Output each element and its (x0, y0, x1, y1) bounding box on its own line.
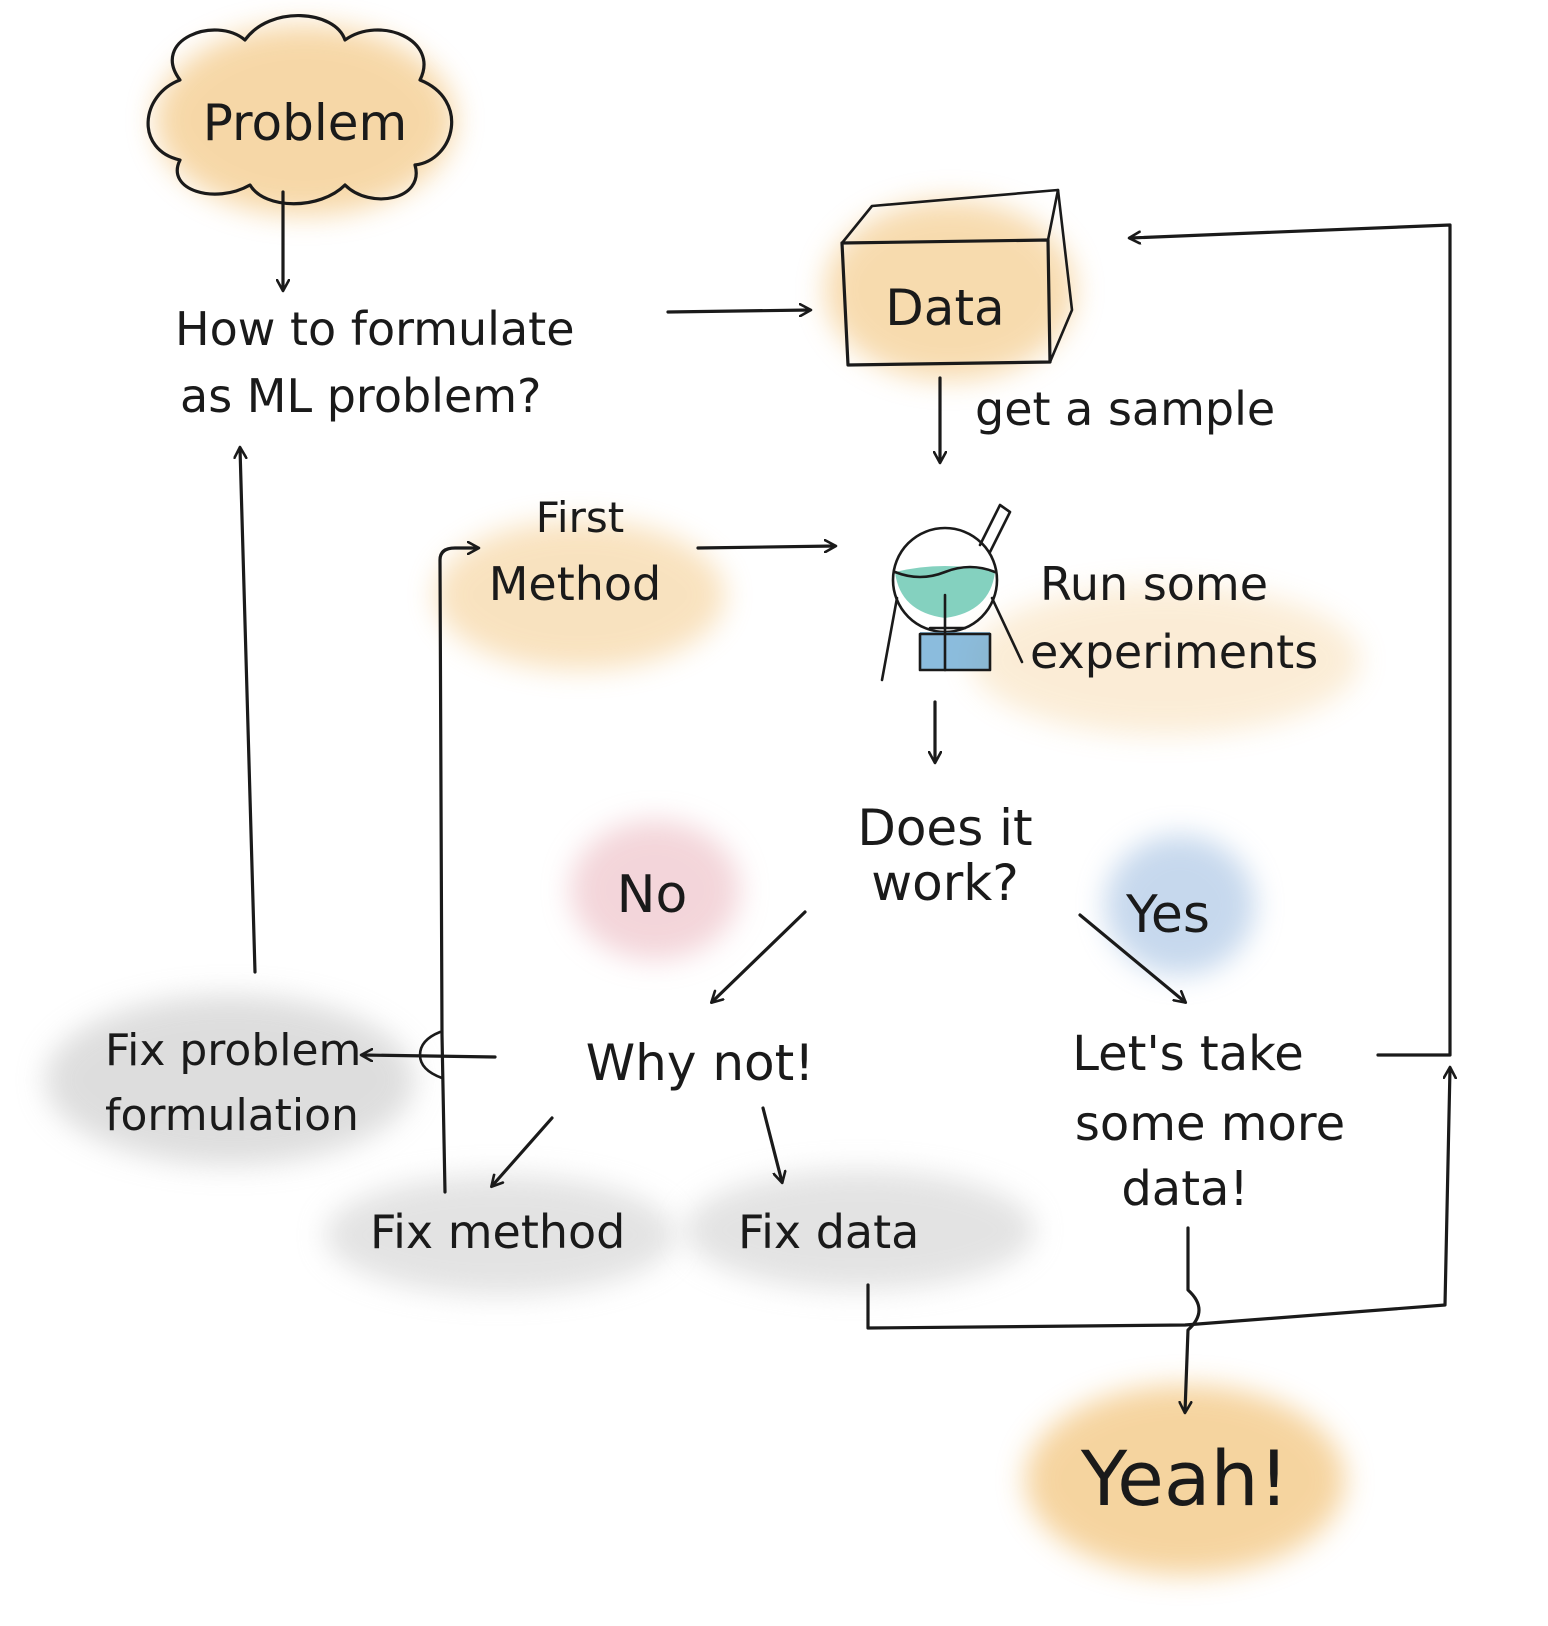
problem-wash (155, 25, 455, 215)
why-not-label: Why not! (586, 1034, 815, 1092)
bracket-fixmethod (418, 1030, 444, 1080)
arrow-method-to-experiments (696, 546, 835, 548)
fix-data-wash (685, 1170, 1035, 1290)
arrow-fixmethod-to-firstmethod (438, 548, 478, 1194)
flask-with-burner (880, 503, 1024, 682)
no-wash (570, 820, 740, 960)
run-label-line1: Run some (1040, 557, 1268, 611)
cloud-shape (146, 14, 454, 206)
experiments-wash (970, 585, 1360, 735)
box-3d (840, 188, 1074, 367)
arrow-fixproblem-to-formulate (240, 448, 257, 974)
take-more-label-line1: Let's take (1072, 1026, 1304, 1082)
problem-label: Problem (203, 94, 407, 152)
first-method-label-line2: Method (489, 557, 662, 611)
first-method-label-line1: First (536, 493, 624, 542)
get-sample-label: get a sample (975, 382, 1275, 436)
arrow-whynot-to-fixmethod (492, 1116, 554, 1186)
formulate-label-line2: as ML problem? (180, 369, 541, 423)
yes-wash (1105, 835, 1255, 975)
fix-data-label: Fix data (738, 1205, 919, 1259)
yeah-wash (1025, 1385, 1345, 1575)
arrow-whynot-to-fixdata (761, 1106, 782, 1182)
arrow-whynot-to-fixproblem (362, 1055, 497, 1057)
fix-method-label: Fix method (370, 1205, 625, 1259)
arrow-bottom-loop (866, 1068, 1450, 1330)
fix-problem-label-line1: Fix problem (105, 1025, 361, 1076)
arrow-takemore-to-yeah (1185, 1226, 1201, 1412)
works-label-line1: Does it (857, 799, 1032, 857)
arrow-works-to-takemore (1078, 913, 1185, 1002)
works-label-line2: work? (871, 854, 1019, 912)
yes-label: Yes (1125, 885, 1210, 945)
fix-problem-wash (45, 995, 415, 1165)
fix-problem-label-line2: formulation (105, 1090, 359, 1141)
arrow-works-to-whynot (712, 910, 807, 1002)
take-more-label-line3: data! (1121, 1161, 1248, 1217)
formulate-label-line1: How to formulate (175, 302, 575, 356)
arrow-formulate-to-data (666, 310, 810, 312)
run-label-line2: experiments (1030, 625, 1318, 679)
first-method-wash (435, 520, 725, 670)
background-washes (45, 25, 1360, 1575)
no-label: No (617, 865, 688, 925)
fix-method-wash (325, 1175, 675, 1295)
data-label: Data (885, 279, 1004, 337)
data-wash (825, 200, 1075, 380)
take-more-label-line2: some more (1075, 1096, 1345, 1152)
yeah-label: Yeah! (1080, 1434, 1289, 1523)
arrow-takemore-to-data (1130, 223, 1452, 1057)
